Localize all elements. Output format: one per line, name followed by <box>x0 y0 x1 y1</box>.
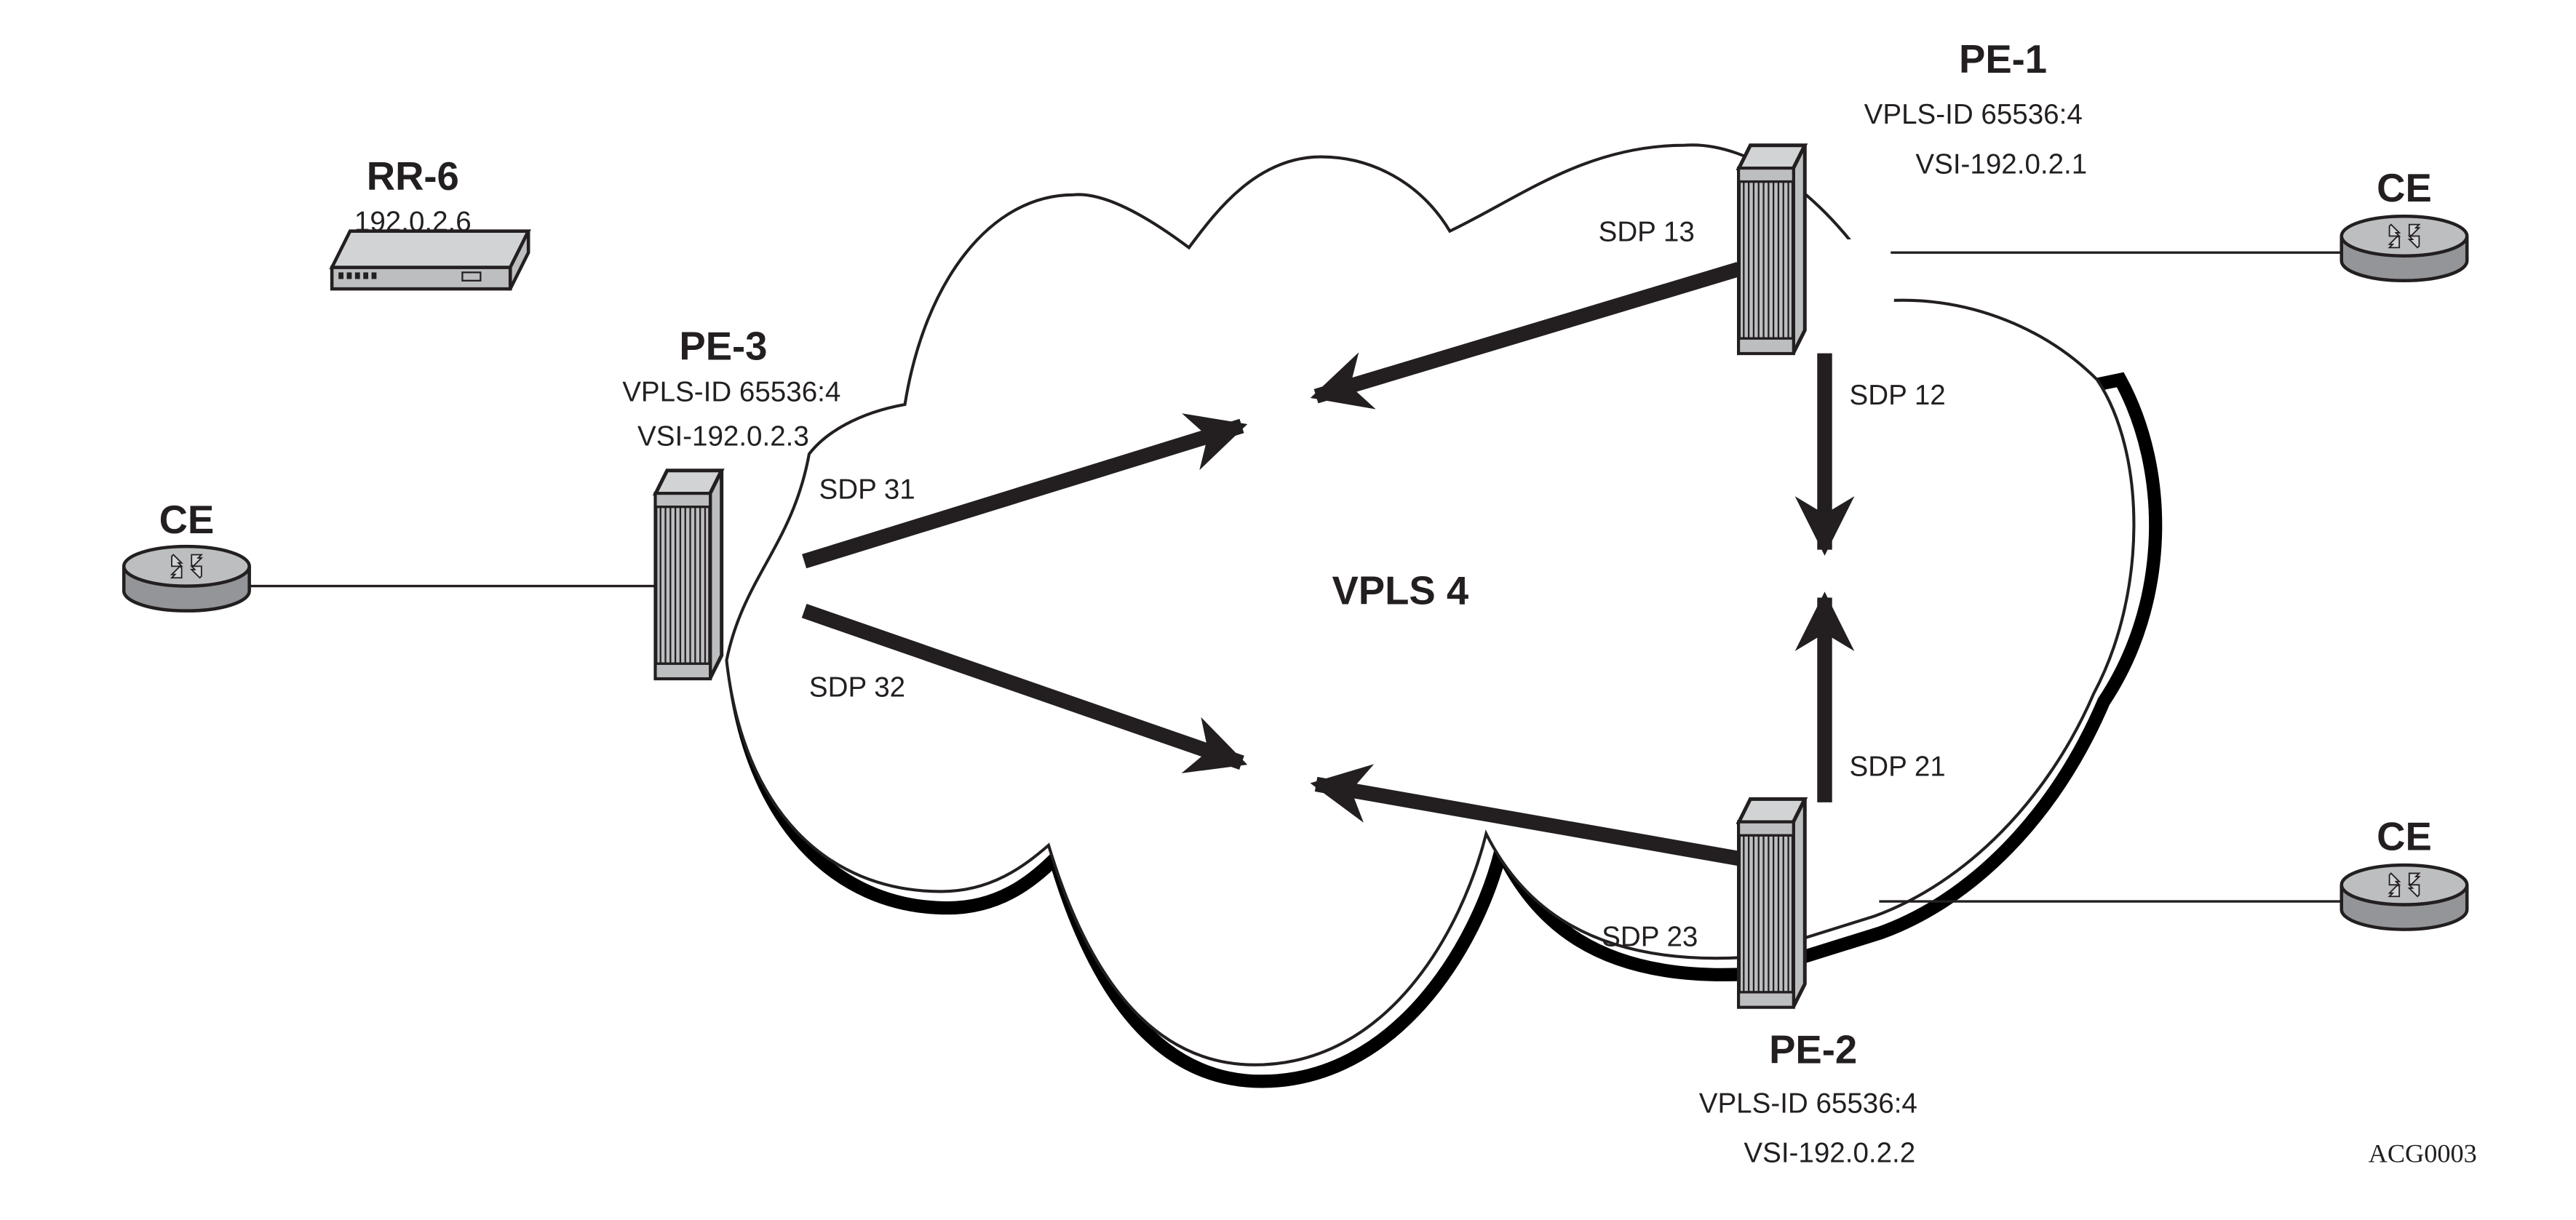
ce-top-right-router-icon[interactable] <box>2342 216 2467 281</box>
ce-left-name: CE <box>159 498 215 542</box>
rr6-address: 192.0.2.6 <box>354 207 472 238</box>
sdp-arrows <box>801 262 1855 866</box>
sdp23-label: SDP 23 <box>1602 921 1698 952</box>
sdp32-label: SDP 32 <box>809 672 905 703</box>
ce-bottom-right-router-icon[interactable] <box>2342 865 2467 930</box>
pe3-vpls-id: VPLS-ID 65536:4 <box>622 376 840 407</box>
sdp31-label: SDP 31 <box>819 474 915 505</box>
pe1-vsi: VSI-192.0.2.1 <box>1915 148 2087 180</box>
figure-id: ACG0003 <box>2369 1139 2477 1168</box>
cloud-label: VPLS 4 <box>1332 569 1468 613</box>
pe2-name: PE-2 <box>1769 1027 1857 1072</box>
pe3-name: PE-3 <box>679 324 767 369</box>
ce-bottom-right-name: CE <box>2377 815 2432 859</box>
pe1-vpls-id: VPLS-ID 65536:4 <box>1864 99 2083 130</box>
pe3-device-icon[interactable] <box>656 471 722 679</box>
sdp12-label: SDP 12 <box>1850 380 1946 411</box>
pe2-vsi: VSI-192.0.2.2 <box>1744 1138 1915 1169</box>
rr6-device-icon[interactable] <box>329 229 531 291</box>
sdp13-label: SDP 13 <box>1599 216 1695 247</box>
ce-top-right-name: CE <box>2377 166 2432 210</box>
sdp21-label: SDP 21 <box>1850 751 1946 783</box>
ce-left-router-icon[interactable] <box>124 546 249 611</box>
arrow-sdp23 <box>1310 764 1741 866</box>
pe1-name: PE-1 <box>1959 37 2047 81</box>
arrow-sdp13 <box>1310 262 1741 410</box>
pe1-device-icon[interactable] <box>1739 145 1805 354</box>
cloud-shadow <box>726 372 2163 1088</box>
arrow-sdp32 <box>801 603 1248 773</box>
arrow-sdp31 <box>802 413 1248 569</box>
pe2-device-icon[interactable] <box>1739 799 1805 1007</box>
rr6-name: RR-6 <box>367 154 459 199</box>
pe3-vsi: VSI-192.0.2.3 <box>637 421 809 452</box>
pe2-vpls-id: VPLS-ID 65536:4 <box>1699 1088 1917 1119</box>
